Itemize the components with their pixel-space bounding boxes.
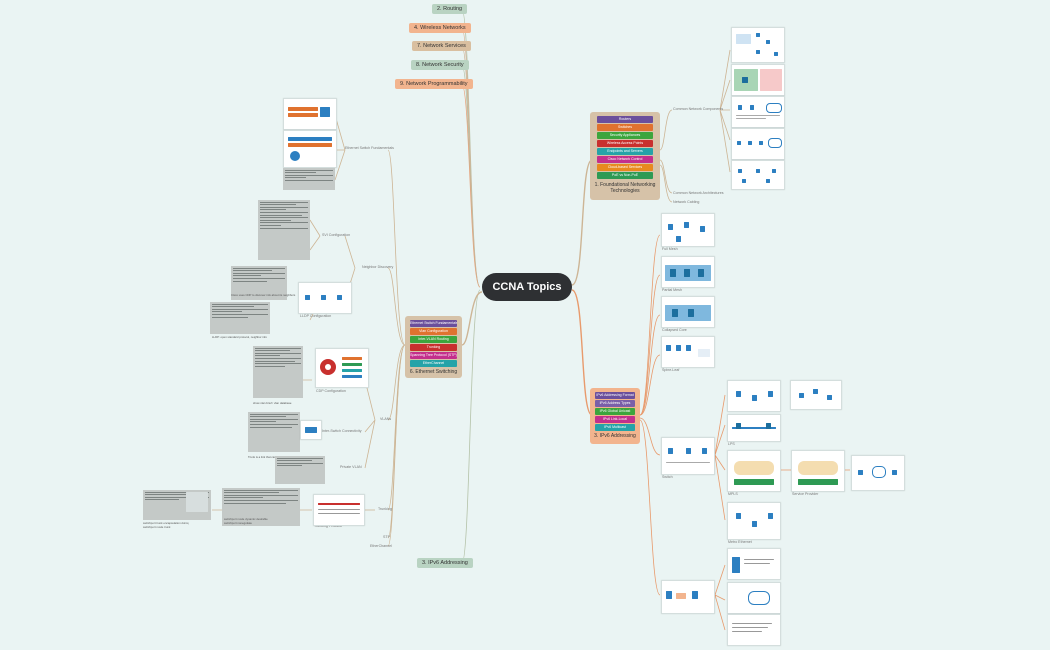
sub-lps[interactable]: LPS (728, 442, 735, 446)
diagram-card[interactable] (727, 582, 781, 614)
topic-network-security[interactable]: 8. Network Security (411, 60, 469, 70)
ethernet-item: Ethernet Switch Fundamentals (410, 320, 457, 327)
sub-vlans[interactable]: VLANs (380, 417, 392, 421)
diagram-card[interactable] (298, 282, 352, 314)
diagram-card[interactable] (300, 420, 322, 440)
foundational-networking-node[interactable]: Routers Switches Security Appliances Wir… (590, 112, 660, 200)
caption-vlan: show vlan brief / vlan database (253, 401, 292, 405)
diagram-card-partial-mesh[interactable] (661, 256, 715, 288)
code-screenshot[interactable] (258, 200, 310, 260)
code-screenshot[interactable] (283, 168, 335, 190)
diagram-card-mpls[interactable] (727, 450, 781, 492)
sub-full-mesh[interactable]: Full Mesh (662, 247, 678, 251)
ethernet-item: EtherChannel (410, 360, 457, 367)
foundational-item: Cisco Network Control (597, 156, 653, 163)
foundational-item: Switches (597, 124, 653, 131)
foundational-item: PoE vs Non-PoE (597, 172, 653, 179)
sub-partial-mesh[interactable]: Partial Mesh (662, 288, 682, 292)
diagram-card[interactable] (731, 96, 785, 128)
ethernet-item: Inter-VLAN Routing (410, 336, 457, 343)
ipv6-item: IPv6 Addressing Format (595, 392, 635, 399)
sub-network-cabling[interactable]: Network Cabling (673, 200, 700, 204)
foundational-item: Wireless Access Points (597, 140, 653, 147)
sub-private-vlan[interactable]: Private VLAN (340, 465, 362, 469)
central-topic[interactable]: CCNA Topics (482, 273, 572, 301)
sub-inter-switch-connectivity[interactable]: Inter-Switch Connectivity (322, 429, 362, 433)
sub-trunking-protocol[interactable]: Trunking Protocol (314, 524, 343, 528)
sub-trunking[interactable]: Trunking (378, 507, 392, 511)
ethernet-switching-node[interactable]: Ethernet Switch Fundamentals Vlan Config… (405, 316, 462, 378)
sub-neighbor-discovery[interactable]: Neighbor Discovery (362, 265, 394, 269)
diagram-card[interactable] (315, 348, 369, 388)
ethernet-item: Trunking (410, 344, 457, 351)
diagram-card-full-mesh[interactable] (661, 213, 715, 247)
foundational-item: Endpoints and Servers (597, 148, 653, 155)
sub-service-provider[interactable]: Service Provider (792, 492, 819, 496)
topic-routing[interactable]: 2. Routing (432, 4, 468, 14)
diagram-card[interactable] (283, 130, 337, 168)
caption-lldp: LLDP: open standard protocol, neighbor i… (212, 335, 267, 339)
sub-collapsed-core[interactable]: Collapsed Core (662, 328, 687, 332)
code-screenshot[interactable] (248, 412, 300, 452)
diagram-card[interactable] (283, 98, 337, 130)
caption-cdp: Cisco uses CDP to discover info about it… (231, 293, 296, 297)
topic-network-programmability[interactable]: 9. Network Programmability (395, 79, 473, 89)
diagram-card[interactable] (727, 548, 781, 580)
diagram-card[interactable] (313, 494, 365, 526)
sub-mpls[interactable]: MPLS (728, 492, 738, 496)
diagram-card[interactable] (731, 128, 785, 160)
foundational-label: 1. Foundational Networking Technologies (594, 182, 656, 194)
diagram-card[interactable] (727, 380, 781, 412)
sub-switch[interactable]: Switch (662, 475, 673, 479)
ipv6-addressing-node[interactable]: IPv6 Addressing Format IPv6 Address Type… (590, 388, 640, 444)
ethernet-label: 6. Ethernet Switching (409, 369, 458, 375)
ethernet-item: Spanning Tree Protocol (STP) (410, 352, 457, 359)
code-screenshot[interactable] (210, 302, 270, 334)
foundational-item: Security Appliances (597, 132, 653, 139)
diagram-card[interactable] (851, 455, 905, 491)
diagram-card-spine-leaf[interactable] (661, 336, 715, 368)
ipv6-item: IPv6 Global Unicast (595, 408, 635, 415)
code-screenshot[interactable] (222, 488, 300, 526)
diagram-card-metro-ethernet[interactable] (727, 502, 781, 540)
diagram-card[interactable] (731, 27, 785, 63)
topic-ipv6-addressing-bottom[interactable]: 3. IPv6 Addressing (417, 558, 473, 568)
diagram-card[interactable] (790, 380, 842, 410)
sub-lldp-configuration[interactable]: LLDP Configuration (300, 314, 332, 318)
diagram-card-service-provider[interactable] (791, 450, 845, 492)
code-screenshot[interactable] (231, 266, 287, 300)
caption-dtp: switchport mode dynamic desirable switch… (224, 517, 268, 525)
caption-bottom: switchport trunk encapsulation dot1q swi… (143, 521, 189, 529)
foundational-item: Cloud-based Services (597, 164, 653, 171)
diagram-card[interactable] (731, 64, 785, 96)
sub-svi-configuration[interactable]: SVI Configuration (322, 233, 351, 237)
sub-stp[interactable]: STP (383, 535, 390, 539)
diagram-card[interactable] (731, 160, 785, 190)
code-screenshot[interactable] (275, 456, 325, 484)
sub-cdp-configuration[interactable]: CDP Configuration (316, 389, 346, 393)
diagram-card[interactable] (727, 614, 781, 646)
sub-metro-ethernet[interactable]: Metro Ethernet (728, 540, 752, 544)
diagram-card-lps[interactable] (727, 414, 781, 442)
code-screenshot[interactable] (253, 346, 303, 398)
sub-common-network-architectures[interactable]: Common Network Architectures (673, 191, 724, 195)
sub-common-network-components[interactable]: Common Network Components (673, 107, 724, 111)
diagram-card-collapsed-core[interactable] (661, 296, 715, 328)
sub-spine-leaf[interactable]: Spine-Leaf (662, 368, 680, 372)
sub-ethernet-switch-fundamentals[interactable]: Ethernet Switch Fundamentals (345, 146, 394, 150)
ipv6-item: IPv6 Address Types (595, 400, 635, 407)
topic-network-services[interactable]: 7. Network Services (412, 41, 471, 51)
topic-wireless-networks[interactable]: 4. Wireless Networks (409, 23, 471, 33)
ipv6-item: IPv6 Multicast (595, 424, 635, 431)
diagram-card[interactable] (661, 580, 715, 614)
ipv6-label: 3. IPv6 Addressing (594, 433, 636, 439)
ethernet-item: Vlan Configuration (410, 328, 457, 335)
sub-etherchannel[interactable]: EtherChannel (370, 544, 392, 548)
thumbnail (186, 492, 208, 512)
foundational-item: Routers (597, 116, 653, 123)
diagram-card-switch[interactable] (661, 437, 715, 475)
ipv6-item: IPv6 Link-Local (595, 416, 635, 423)
